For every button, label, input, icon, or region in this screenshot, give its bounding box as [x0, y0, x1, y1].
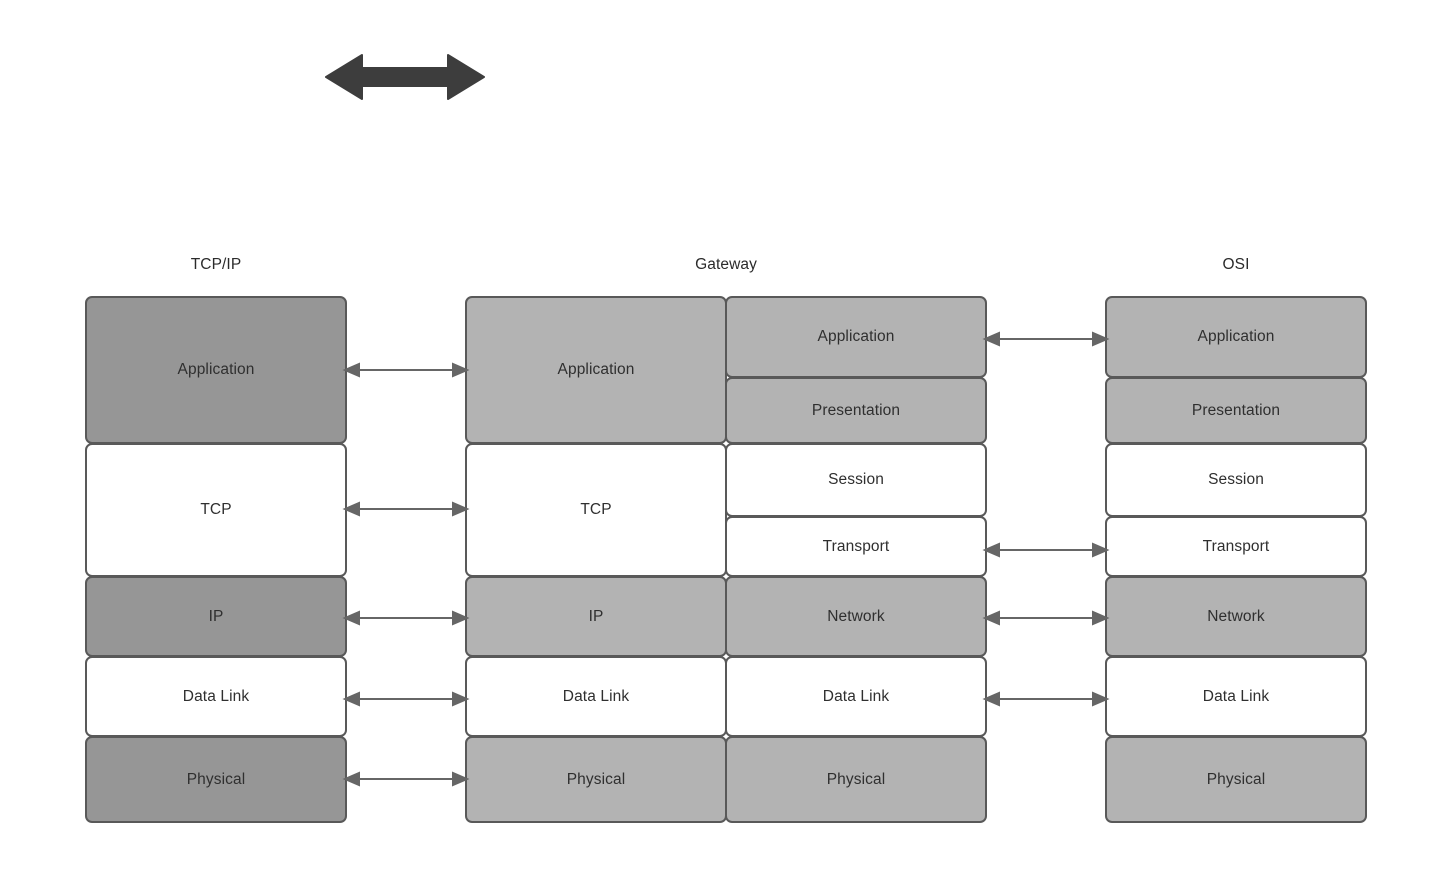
connector-gateway-osi-transport	[982, 537, 1110, 563]
layer-tcpip-ip[interactable]: IP	[85, 576, 347, 657]
layer-gateway-application[interactable]: Application	[465, 296, 727, 444]
layer-osi-network[interactable]: Network	[1105, 576, 1367, 657]
stack-gateway-left: Application TCP IP Data Link Physical	[465, 296, 727, 823]
column-title-tcpip: TCP/IP	[190, 256, 242, 273]
layer-gateway-data-link[interactable]: Data Link	[465, 656, 727, 737]
layer-gateway-ip[interactable]: IP	[465, 576, 727, 657]
bidirectional-arrow-icon	[322, 52, 488, 102]
layer-gateway-osi-session[interactable]: Session	[725, 443, 987, 517]
connector-tcpip-gateway-ip	[342, 605, 470, 631]
layer-osi-transport[interactable]: Transport	[1105, 516, 1367, 577]
layer-gateway-osi-transport[interactable]: Transport	[725, 516, 987, 577]
layer-osi-presentation[interactable]: Presentation	[1105, 377, 1367, 444]
layer-gateway-osi-presentation[interactable]: Presentation	[725, 377, 987, 444]
column-title-gateway: Gateway	[695, 256, 757, 273]
layer-tcpip-data-link[interactable]: Data Link	[85, 656, 347, 737]
layer-tcpip-application[interactable]: Application	[85, 296, 347, 444]
connector-tcpip-gateway-physical	[342, 766, 470, 792]
layer-tcpip-physical[interactable]: Physical	[85, 736, 347, 823]
layer-gateway-tcp[interactable]: TCP	[465, 443, 727, 577]
layer-gateway-osi-physical[interactable]: Physical	[725, 736, 987, 823]
connector-gateway-osi-application	[982, 326, 1110, 352]
layer-osi-physical[interactable]: Physical	[1105, 736, 1367, 823]
connector-gateway-osi-network	[982, 605, 1110, 631]
stack-osi: Application Presentation Session Transpo…	[1105, 296, 1367, 823]
layer-gateway-osi-application[interactable]: Application	[725, 296, 987, 378]
layer-osi-application[interactable]: Application	[1105, 296, 1367, 378]
layer-gateway-osi-data-link[interactable]: Data Link	[725, 656, 987, 737]
layer-osi-data-link[interactable]: Data Link	[1105, 656, 1367, 737]
connector-tcpip-gateway-application	[342, 357, 470, 383]
layer-gateway-physical[interactable]: Physical	[465, 736, 727, 823]
column-title-osi: OSI	[1222, 256, 1250, 273]
layer-gateway-osi-network[interactable]: Network	[725, 576, 987, 657]
connector-gateway-osi-data-link	[982, 686, 1110, 712]
layer-tcpip-tcp[interactable]: TCP	[85, 443, 347, 577]
connector-tcpip-gateway-data-link	[342, 686, 470, 712]
stack-gateway-right: Application Presentation Session Transpo…	[725, 296, 987, 823]
stack-tcpip: Application TCP IP Data Link Physical	[85, 296, 347, 823]
connector-tcpip-gateway-tcp	[342, 496, 470, 522]
layer-osi-session[interactable]: Session	[1105, 443, 1367, 517]
